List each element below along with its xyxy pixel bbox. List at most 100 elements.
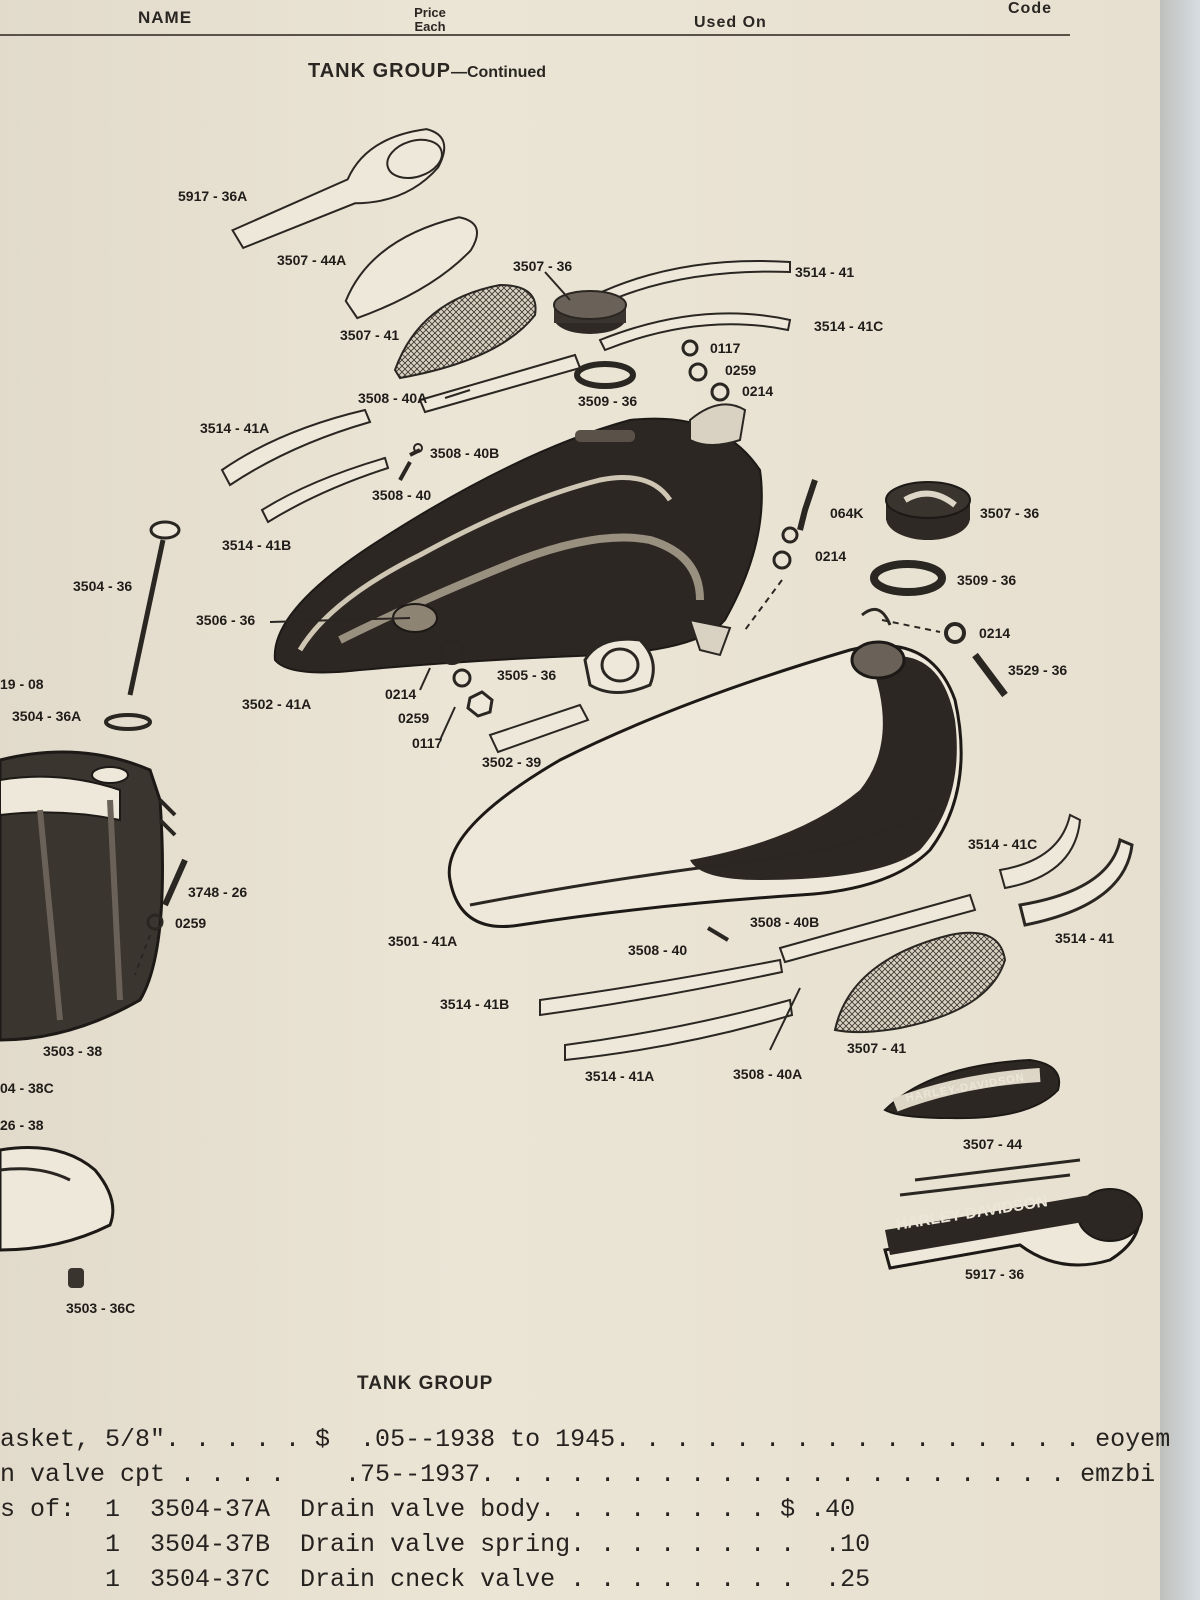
cap-3507-36-top [553, 290, 627, 334]
header-code: Code [1008, 0, 1052, 17]
parts-line-2: n valve cpt . . . . .75--1937. . . . . .… [0, 1460, 1156, 1489]
clamp-3505-36 [583, 637, 655, 694]
label-5917-36: 5917 - 36 [965, 1266, 1025, 1282]
label-0259-top: 0259 [725, 362, 757, 378]
label-3509-36-top: 3509 - 36 [578, 393, 638, 409]
strip-3508-40a-lower [778, 893, 977, 964]
label-0214-lower: 0214 [385, 686, 417, 702]
label-3501-41a: 3501 - 41A [388, 933, 458, 949]
parts-line-5: 1 3504-37C Drain cneck valve . . . . . .… [0, 1565, 871, 1594]
emblem-5917-36 [883, 1158, 1143, 1270]
label-0117-top: 0117 [710, 340, 741, 356]
section-title-suffix: —Continued [450, 64, 547, 81]
pin-3508-40-lower [706, 926, 730, 942]
strip-3514-41b-lower [539, 958, 784, 1017]
bolt-3529-36 [972, 652, 1008, 698]
label-3508-40a-lower: 3508 - 40A [733, 1066, 803, 1082]
header-name: NAME [138, 8, 193, 27]
label-3508-40b-lower: 3508 - 40B [750, 914, 820, 930]
section-title-main: TANK GROUP [308, 60, 451, 82]
right-tank-3501-41a [447, 607, 963, 928]
gasket-3504-36a [104, 713, 152, 731]
label-3502-39: 3502 - 39 [482, 754, 542, 770]
header-used-on: Used On [694, 14, 767, 31]
washer-0214-right [944, 622, 966, 644]
badge-3507-44 [883, 1058, 1061, 1120]
label-3506-36: 3506 - 36 [196, 612, 256, 628]
label-0117-lower: 0117 [412, 735, 443, 751]
label-3504-36a: 3504 - 36A [12, 708, 82, 724]
label-0214-top: 0214 [742, 383, 774, 399]
badge-3507-44a [344, 216, 479, 320]
label-0214-right: 0214 [979, 625, 1011, 641]
parts-line-1: asket, 5/8". . . . . $ .05--1938 to 1945… [0, 1425, 1171, 1454]
section-title: TANK GROUP—Continued [308, 60, 546, 83]
label-0214-mid: 0214 [815, 548, 847, 564]
label-3748-26: 3748 - 26 [188, 884, 248, 900]
washer-0214-lower [439, 639, 465, 665]
hardware-top [398, 339, 730, 481]
hardware-right [744, 479, 818, 631]
strip-3514-41 [593, 259, 791, 307]
tank-group-heading: TANK GROUP [357, 1373, 494, 1394]
header-price: Price [414, 5, 446, 20]
washer-0259-lower [452, 668, 472, 688]
label-3503-38: 3503 - 38 [43, 1043, 103, 1059]
label-3504-36: 3504 - 36 [73, 578, 133, 594]
washer-0259-left [146, 913, 164, 931]
gasket-3509-36-top [574, 361, 636, 389]
label-3507-44a: 3507 - 44A [277, 252, 347, 268]
label-0259-left: 0259 [175, 915, 207, 931]
strip-3514-41a-lower [564, 998, 794, 1062]
cap-3507-36-right [885, 481, 971, 540]
label-3514-41c-top: 3514 - 41C [814, 318, 884, 334]
plate-26-38 [0, 1146, 115, 1252]
leader-lines [269, 271, 801, 1051]
bushing-3503-36c [68, 1268, 84, 1288]
label-3508-40-lower: 3508 - 40 [628, 942, 688, 958]
label-3508-40b-top: 3508 - 40B [430, 445, 500, 461]
label-3514-41c-lower: 3514 - 41C [968, 836, 1038, 852]
label-04-38c: 04 - 38C [0, 1080, 54, 1096]
strip-3514-41c [598, 312, 792, 352]
nut-0117-lower [466, 690, 494, 718]
dash-link [881, 619, 941, 633]
page-edge [1160, 0, 1200, 1600]
label-064k: 064K [830, 505, 864, 521]
label-3502-41a: 3502 - 41A [242, 696, 312, 712]
tube-3502-39 [488, 703, 590, 754]
label-3507-36-top: 3507 - 36 [513, 258, 573, 274]
header-price-each: Price Each [400, 6, 460, 34]
bolt-3748-26 [162, 858, 188, 907]
strip-3514-41b [260, 456, 390, 524]
label-3514-41a-top: 3514 - 41A [200, 420, 270, 436]
header-each: Each [414, 19, 446, 34]
label-3507-44: 3507 - 44 [963, 1136, 1023, 1152]
dash-left [134, 934, 151, 976]
label-19-08: 19 - 08 [0, 676, 44, 692]
gasket-3509-36-right [870, 560, 946, 596]
label-5917-36a: 5917 - 36A [178, 188, 248, 204]
label-3507-41-lower: 3507 - 41 [847, 1040, 907, 1056]
label-3503-36c: 3503 - 36C [66, 1300, 136, 1316]
left-tank-3502-41a [273, 403, 763, 674]
dipstick-3504-36 [127, 520, 181, 696]
strip-3514-41c-lower [998, 813, 1082, 890]
label-3508-40a-top: 3508 - 40A [358, 390, 428, 406]
label-3514-41a-lower: 3514 - 41A [585, 1068, 655, 1084]
header-rule [0, 34, 1070, 36]
label-0259-lower: 0259 [398, 710, 430, 726]
emblem-5917-36a [231, 128, 446, 250]
strip-3514-41-lower [1018, 837, 1134, 927]
oil-tank-3503-38 [0, 750, 177, 1042]
parts-line-3: s of: 1 3504-37A Drain valve body. . . .… [0, 1495, 856, 1524]
strip-3514-41a [220, 408, 372, 487]
exploded-parts-diagram [0, 128, 1143, 1288]
label-3514-41b-lower: 3514 - 41B [440, 996, 510, 1012]
label-3507-36-right: 3507 - 36 [980, 505, 1040, 521]
label-3514-41b-top: 3514 - 41B [222, 537, 292, 553]
label-3529-36: 3529 - 36 [1008, 662, 1068, 678]
label-3509-36-right: 3509 - 36 [957, 572, 1017, 588]
label-3514-41-top: 3514 - 41 [795, 264, 855, 280]
knee-pad-3507-41-lower [833, 931, 1007, 1034]
